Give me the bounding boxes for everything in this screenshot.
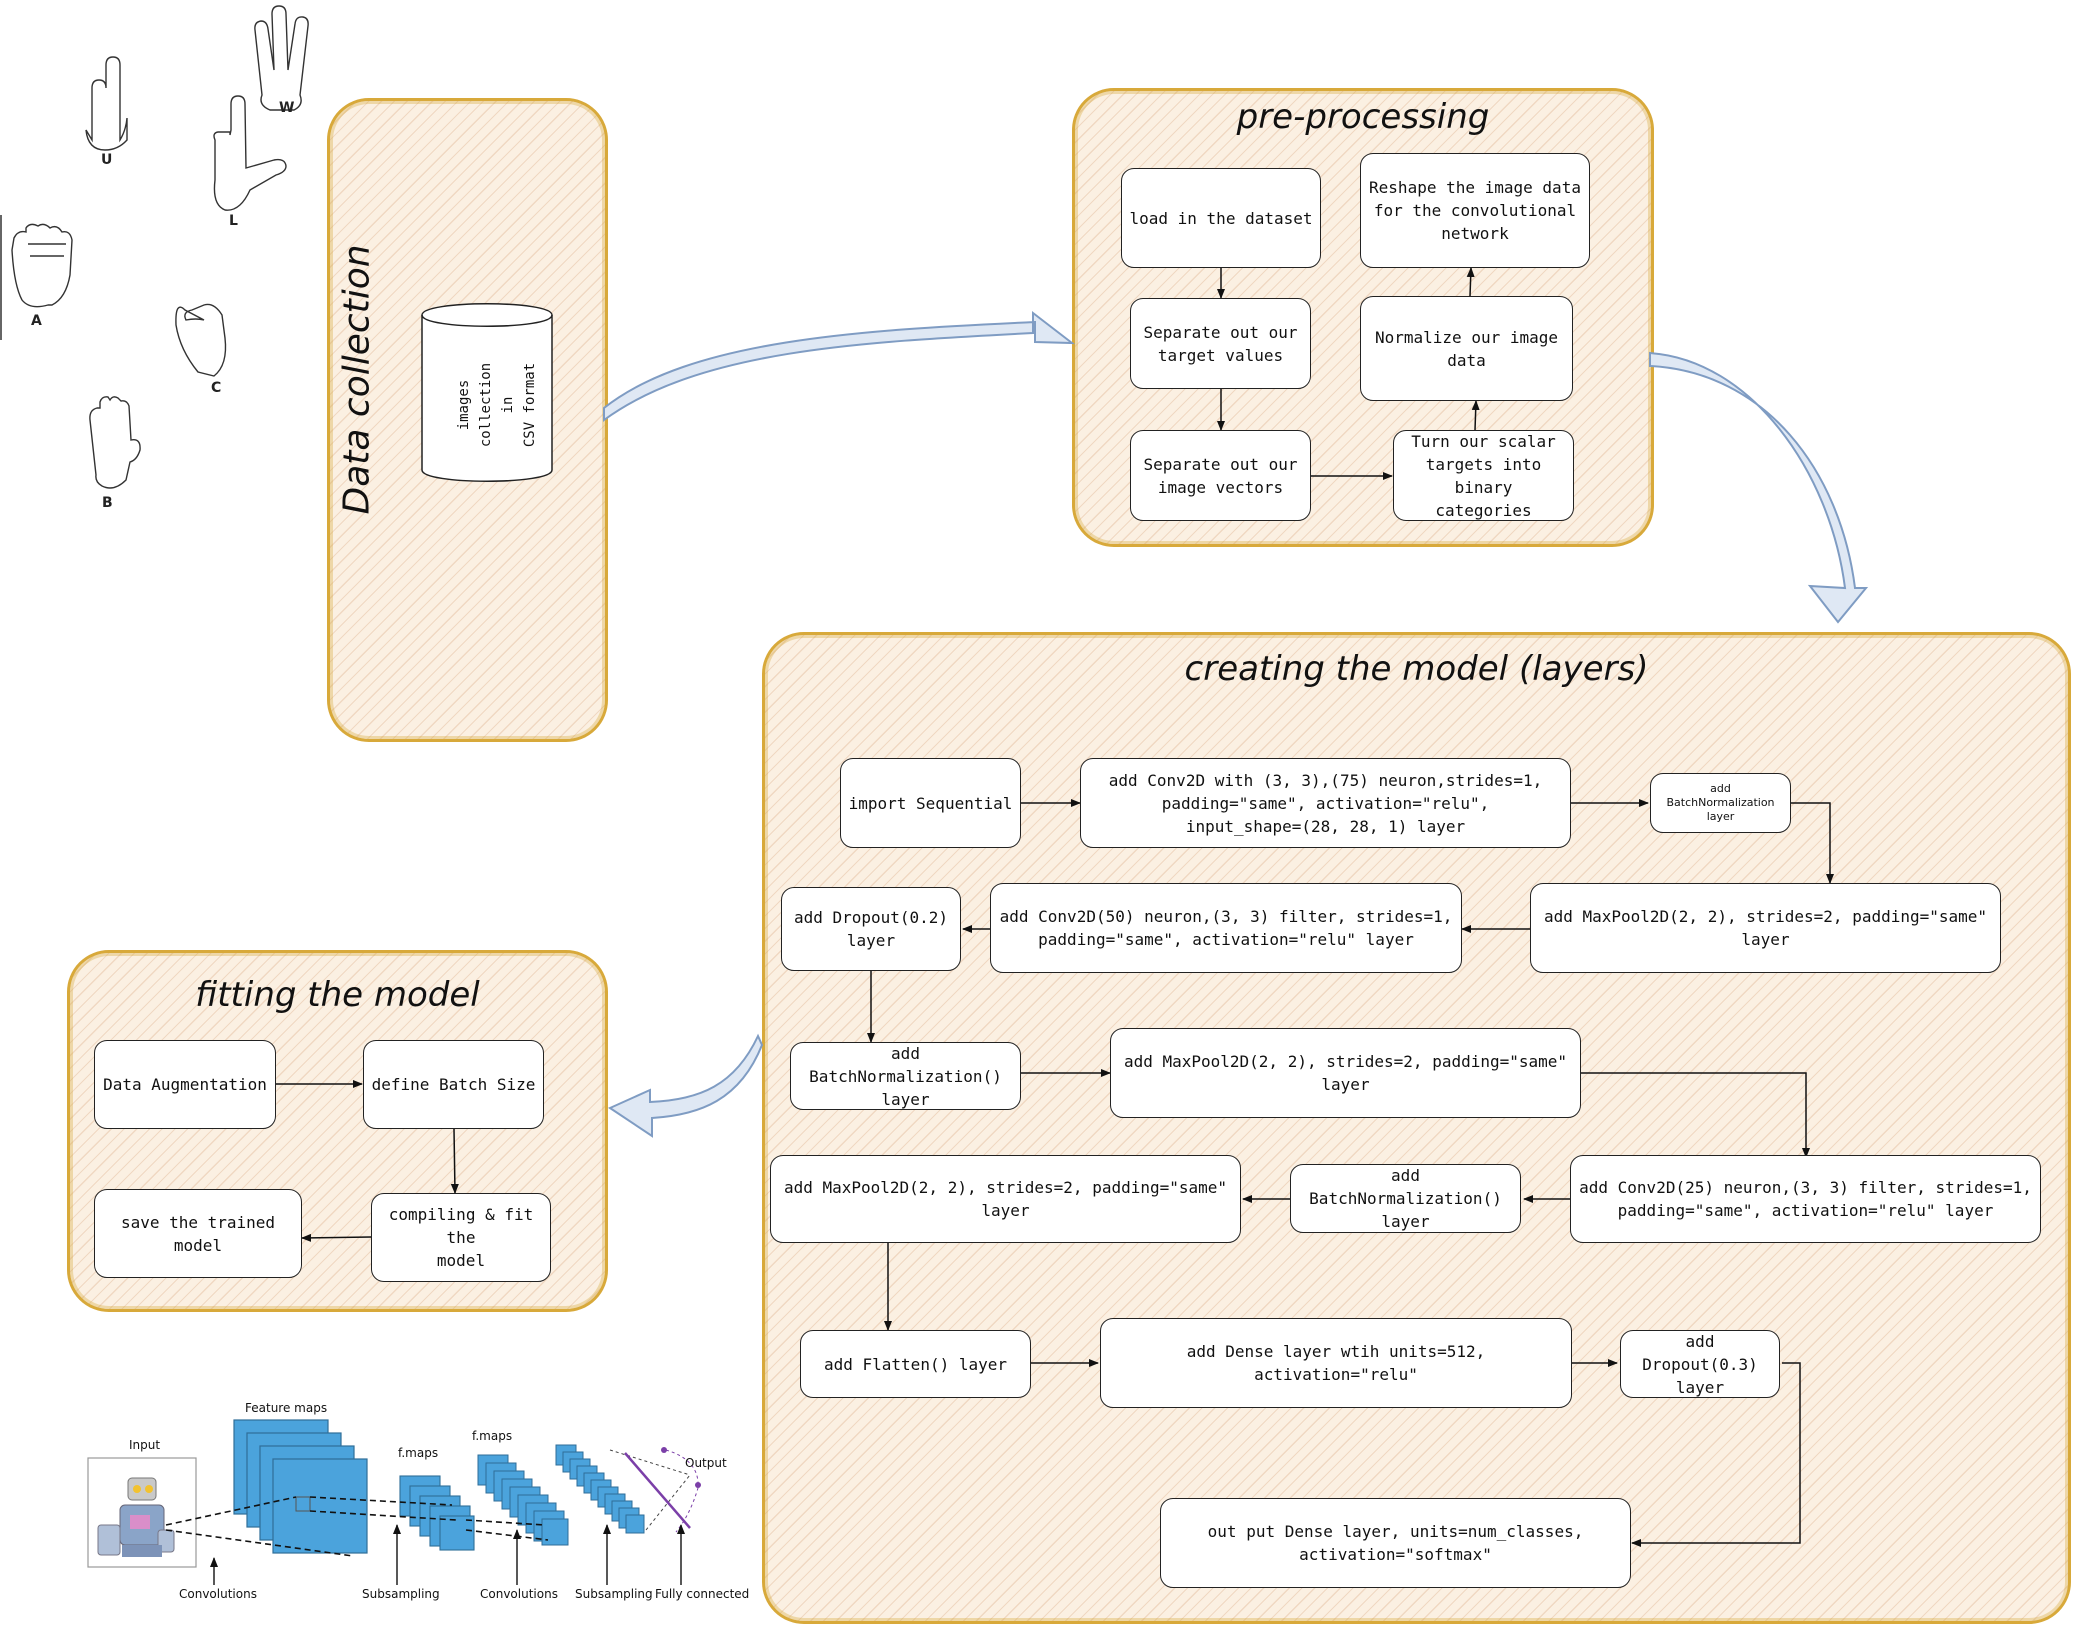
hand-label-c: C — [211, 380, 221, 396]
fitting-connectors — [276, 1080, 459, 1242]
hand-label-l: L — [229, 213, 238, 229]
hand-sign-b-icon — [89, 396, 141, 489]
model-connectors — [867, 799, 1834, 1547]
layer-conv2d-75: add Conv2D with (3, 3),(75) neuron,strid… — [1080, 758, 1571, 848]
cnn-label-fmaps-1: f.maps — [398, 1446, 438, 1460]
layer-maxpool-1: add MaxPool2D(2, 2), strides=2, padding=… — [1530, 883, 2001, 973]
layer-conv2d-50: add Conv2D(50) neuron,(3, 3) filter, str… — [990, 883, 1462, 973]
third-maps — [555, 1444, 645, 1534]
cnn-label-convolutions-2: Convolutions — [480, 1587, 558, 1601]
hand-label-u: U — [101, 152, 112, 168]
preprocessing-title: pre-processing — [1236, 97, 1490, 137]
step-separate-vectors: Separate out our image vectors — [1130, 430, 1311, 521]
flow-arrow-collection-to-preprocessing — [603, 310, 1076, 422]
step-save-model: save the trained model — [94, 1189, 302, 1278]
layer-import-sequential: import Sequential — [840, 758, 1021, 848]
hand-sign-c-icon — [175, 303, 227, 377]
subsampled-maps — [399, 1475, 475, 1551]
second-feature-maps — [477, 1454, 569, 1546]
cnn-label-feature-maps: Feature maps — [245, 1401, 327, 1415]
step-load-dataset: load in the dataset — [1121, 168, 1321, 268]
hand-sign-u-icon — [85, 56, 128, 151]
cnn-label-convolutions-1: Convolutions — [179, 1587, 257, 1601]
cnn-label-fully-connected: Fully connected — [655, 1587, 749, 1601]
cnn-label-subsampling-2: Subsampling — [575, 1587, 653, 1601]
model-title: creating the model (layers) — [1184, 649, 1649, 689]
cnn-label-output: Output — [685, 1456, 727, 1470]
hand-sign-w-icon — [254, 5, 309, 111]
cnn-label-fmaps-2: f.maps — [472, 1429, 512, 1443]
step-define-batch-size: define Batch Size — [363, 1040, 544, 1129]
preprocessing-connectors — [1217, 267, 1480, 480]
step-compile-fit: compiling & fit the model — [371, 1193, 551, 1282]
layer-output-dense: out put Dense layer, units=num_classes, … — [1160, 1498, 1631, 1588]
layer-conv2d-25: add Conv2D(25) neuron,(3, 3) filter, str… — [1570, 1155, 2041, 1243]
layer-maxpool-3: add MaxPool2D(2, 2), strides=2, padding=… — [770, 1155, 1241, 1243]
cnn-label-subsampling-1: Subsampling — [362, 1587, 440, 1601]
hand-label-a: A — [31, 313, 42, 329]
cnn-label-input: Input — [129, 1438, 160, 1452]
step-reshape: Reshape the image data for the convoluti… — [1360, 153, 1590, 268]
layer-flatten: add Flatten() layer — [800, 1330, 1031, 1398]
cnn-illustration: Input Feature maps f.maps f.maps Output … — [87, 1401, 749, 1601]
hand-signs-illustration — [11, 5, 309, 489]
step-binary-categories: Turn our scalar targets into binary cate… — [1393, 430, 1574, 521]
database-icon — [421, 303, 553, 482]
feature-maps — [233, 1419, 368, 1554]
layer-dropout-02: add Dropout(0.2) layer — [781, 887, 961, 971]
layer-maxpool-2: add MaxPool2D(2, 2), strides=2, padding=… — [1110, 1028, 1581, 1118]
step-separate-targets: Separate out our target values — [1130, 298, 1311, 389]
robot-icon — [97, 1477, 175, 1557]
layer-dense-512: add Dense layer wtih units=512, activati… — [1100, 1318, 1572, 1408]
layer-batchnorm-3: add BatchNormalization() layer — [1290, 1164, 1521, 1233]
hand-sign-a-icon — [11, 223, 73, 308]
layer-batchnorm-1: add BatchNormalization layer — [1650, 773, 1791, 833]
layer-batchnorm-2: add BatchNormalization() layer — [790, 1042, 1021, 1110]
hand-sign-l-icon — [213, 95, 287, 211]
hand-label-b: B — [102, 495, 113, 511]
step-data-augmentation: Data Augmentation — [94, 1040, 276, 1129]
hand-label-w: W — [279, 100, 294, 116]
flow-arrow-preprocessing-to-model — [1649, 351, 1869, 624]
database-label: images collection in CSV format — [456, 362, 538, 448]
layer-dropout-03: add Dropout(0.3) layer — [1620, 1330, 1780, 1398]
step-normalize: Normalize our image data — [1360, 296, 1573, 401]
fitting-title: fitting the model — [195, 975, 480, 1015]
flow-arrow-model-to-fitting — [607, 1033, 764, 1138]
